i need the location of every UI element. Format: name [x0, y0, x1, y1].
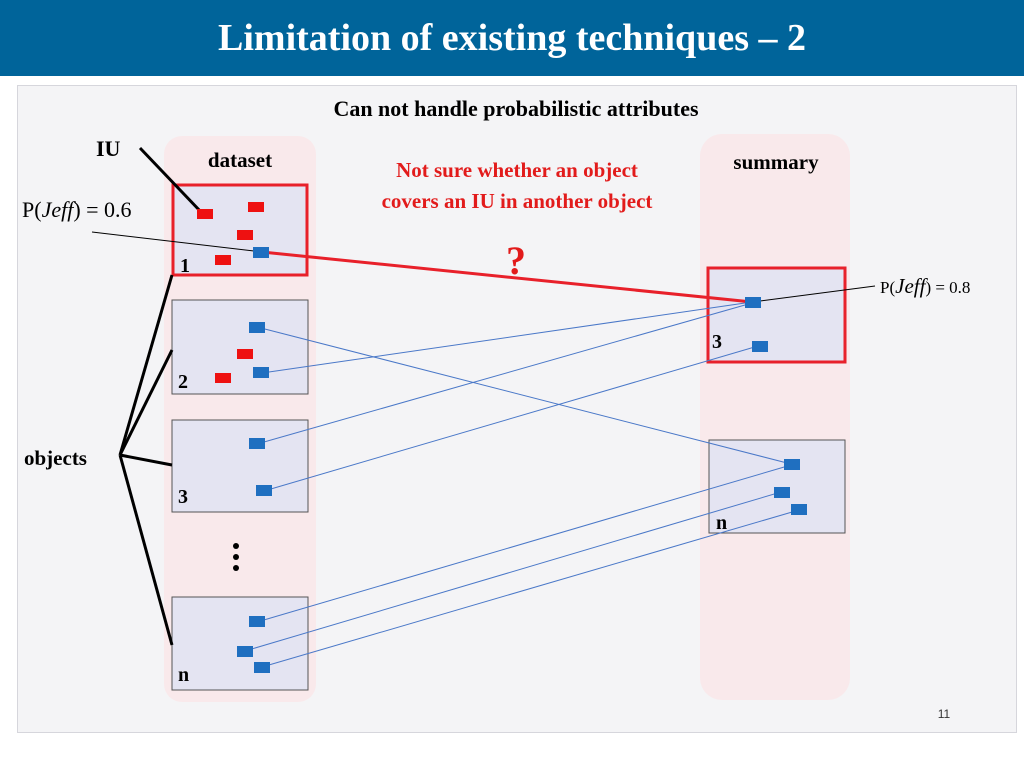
iu-red: [215, 255, 231, 265]
iu-label: IU: [96, 136, 121, 161]
dataset-column: [164, 136, 316, 702]
iu-red: [215, 373, 231, 383]
dataset-object-3-label: 3: [178, 486, 188, 508]
iu-red: [237, 230, 253, 240]
note-line-2: covers an IU in another object: [382, 189, 653, 213]
iu-blue: [249, 438, 265, 449]
summary-label: summary: [733, 150, 819, 174]
iu-blue: [784, 459, 800, 470]
iu-red: [237, 349, 253, 359]
prob-right-suffix: ) = 0.8: [925, 278, 970, 297]
prob-left-label: P(Jeff) = 0.6: [22, 197, 132, 222]
dataset-object-n-box: [171, 596, 309, 691]
prob-right-pointer: [751, 285, 876, 303]
iu-blue: [249, 322, 265, 333]
summary-object-3-box: [706, 266, 847, 364]
iu-blue: [791, 504, 807, 515]
dataset-label: dataset: [208, 148, 272, 172]
iu-red: [197, 209, 213, 219]
uncertain-cover-line: [261, 250, 753, 304]
summary-column: [700, 134, 850, 700]
summary-object-3-label: 3: [712, 331, 722, 353]
iu-blue: [253, 247, 269, 258]
prob-right-prefix: P(: [880, 278, 895, 297]
summary-object-n-box: [708, 439, 846, 534]
dataset-object-1-label: 1: [180, 255, 190, 277]
link-lines: [244, 301, 800, 668]
iu-blue: [237, 646, 253, 657]
iu-blue: [253, 367, 269, 378]
prob-left-name: Jeff: [42, 197, 77, 222]
prob-left-suffix: ) = 0.6: [73, 197, 131, 222]
dataset-object-2-box: [171, 299, 309, 395]
iu-blue: [752, 341, 768, 352]
summary-object-n-label: n: [716, 512, 727, 534]
note-line-1: Not sure whether an object: [396, 158, 638, 182]
subtitle: Can not handle probabilistic attributes: [333, 96, 699, 121]
prob-right-label: P(Jeff) = 0.8: [880, 274, 970, 298]
ellipsis-icon: [233, 543, 239, 571]
slide-title: Limitation of existing techniques – 2: [0, 0, 1024, 76]
question-mark: ?: [506, 238, 526, 283]
objects-bracket: [118, 274, 174, 646]
iu-pointer: [138, 146, 204, 215]
prob-right-name: Jeff: [895, 274, 928, 298]
objects-label: objects: [24, 446, 87, 470]
iu-blue: [256, 485, 272, 496]
dataset-object-3-box: [171, 419, 309, 513]
iu-red: [248, 202, 264, 212]
dataset-object-n-label: n: [178, 664, 189, 686]
prob-left-pointer: [91, 231, 263, 253]
iu-blue: [254, 662, 270, 673]
dataset-object-2-label: 2: [178, 371, 188, 393]
iu-blue: [249, 616, 265, 627]
prob-left-prefix: P(: [22, 197, 42, 222]
iu-blue: [745, 297, 761, 308]
page-number: 11: [938, 707, 951, 721]
iu-blue: [774, 487, 790, 498]
